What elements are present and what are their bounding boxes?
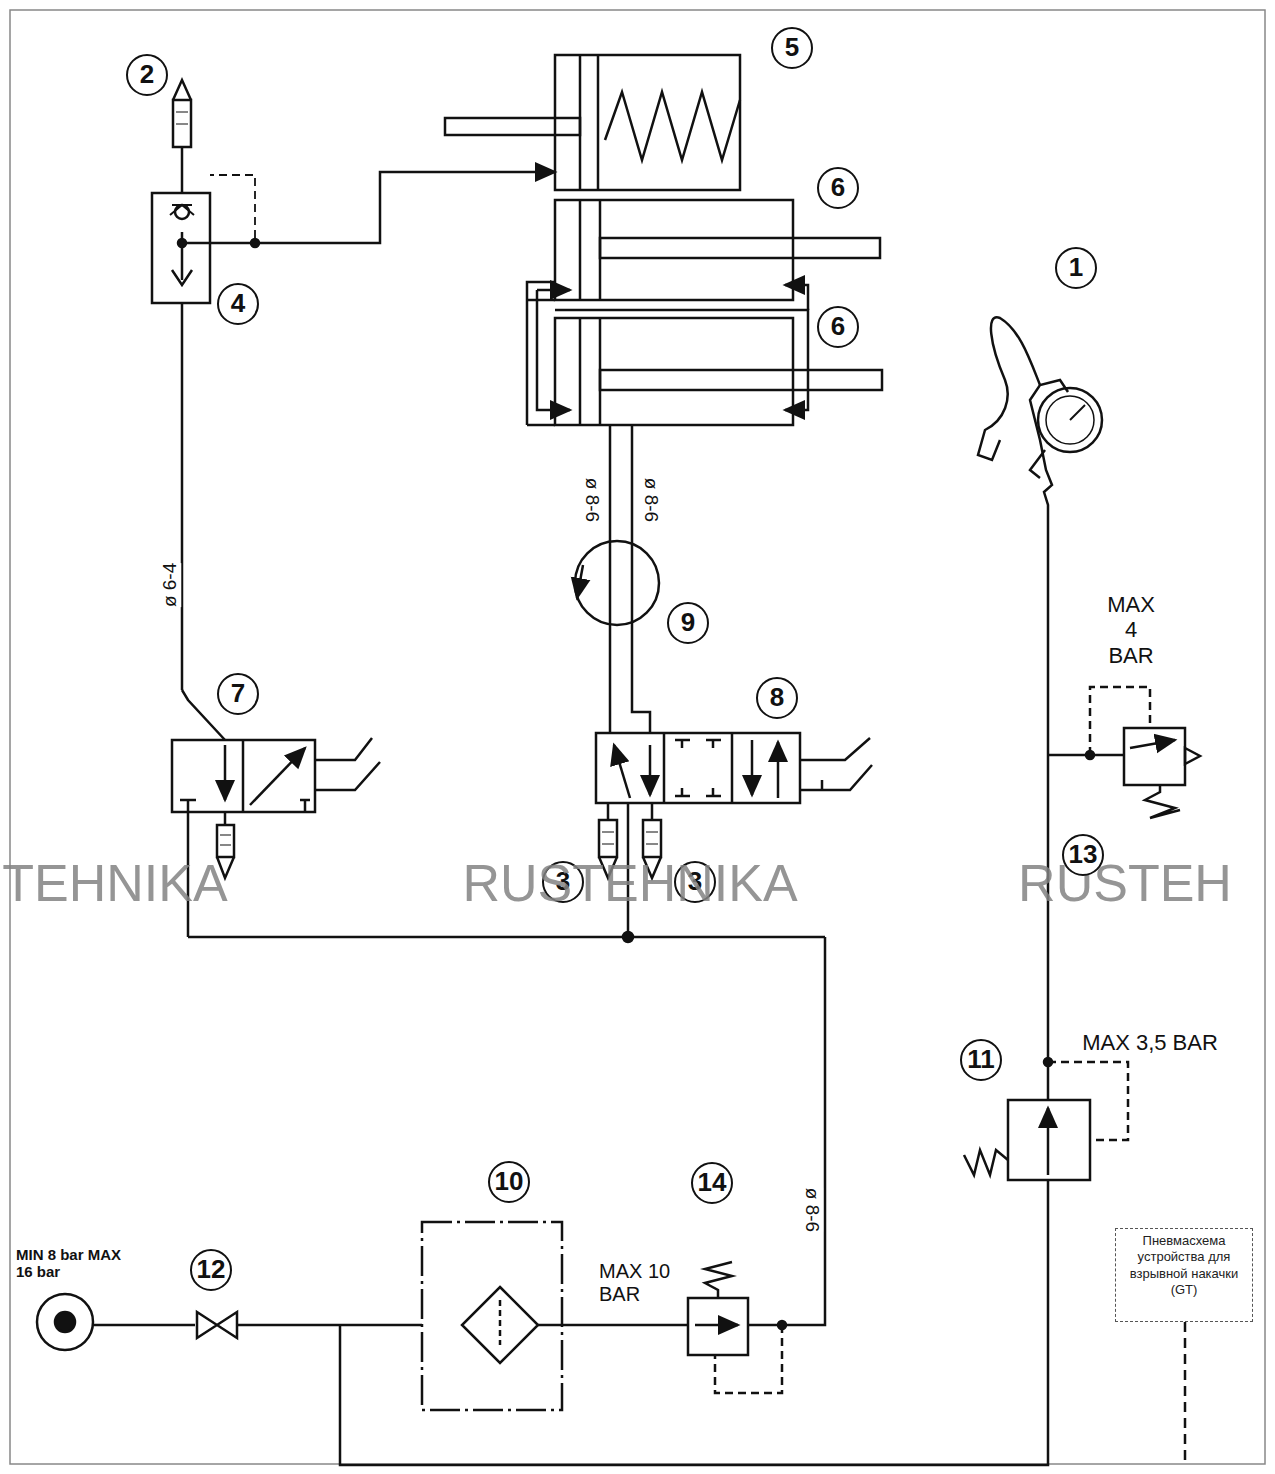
annotation-text: ø 8-6 [640, 478, 662, 522]
callout-number: 2 [126, 54, 168, 96]
annotation-text: MIN 8 bar MAX 16 bar [16, 1246, 128, 1281]
note-text: Пневмасхема устройства для взрывной нака… [1121, 1233, 1247, 1298]
watermark: TEHNIKA [2, 854, 227, 914]
callout-number: 6 [817, 306, 859, 348]
callout-number: 5 [771, 27, 813, 69]
annotation-text: MAX 3,5 BAR [1082, 1030, 1218, 1055]
annotation-text: ø 8-6 [581, 478, 603, 522]
callout-number: 8 [756, 677, 798, 719]
callout-number: 1 [1055, 247, 1097, 289]
annotation-text: MAX 10 BAR [599, 1260, 675, 1306]
watermark: RUSTEH [1018, 854, 1232, 914]
callout-number: 14 [691, 1162, 733, 1204]
callout-number: 7 [217, 673, 259, 715]
watermark: RUSTEHNIKA [462, 854, 797, 914]
note-box: Пневмасхема устройства для взрывной нака… [1115, 1228, 1253, 1322]
callout-number: 9 [667, 602, 709, 644]
callout-number: 11 [960, 1039, 1002, 1081]
annotation-text: ø 8-6 [801, 1188, 823, 1232]
callout-number: 13 [1062, 834, 1104, 876]
callout-number: 6 [817, 167, 859, 209]
callout-number: 4 [217, 283, 259, 325]
annotation-text: ø 6-4 [159, 563, 181, 607]
callout-number: 12 [190, 1249, 232, 1291]
callout-number: 10 [488, 1161, 530, 1203]
annotation-text: MAX 4 BAR [1105, 592, 1157, 668]
